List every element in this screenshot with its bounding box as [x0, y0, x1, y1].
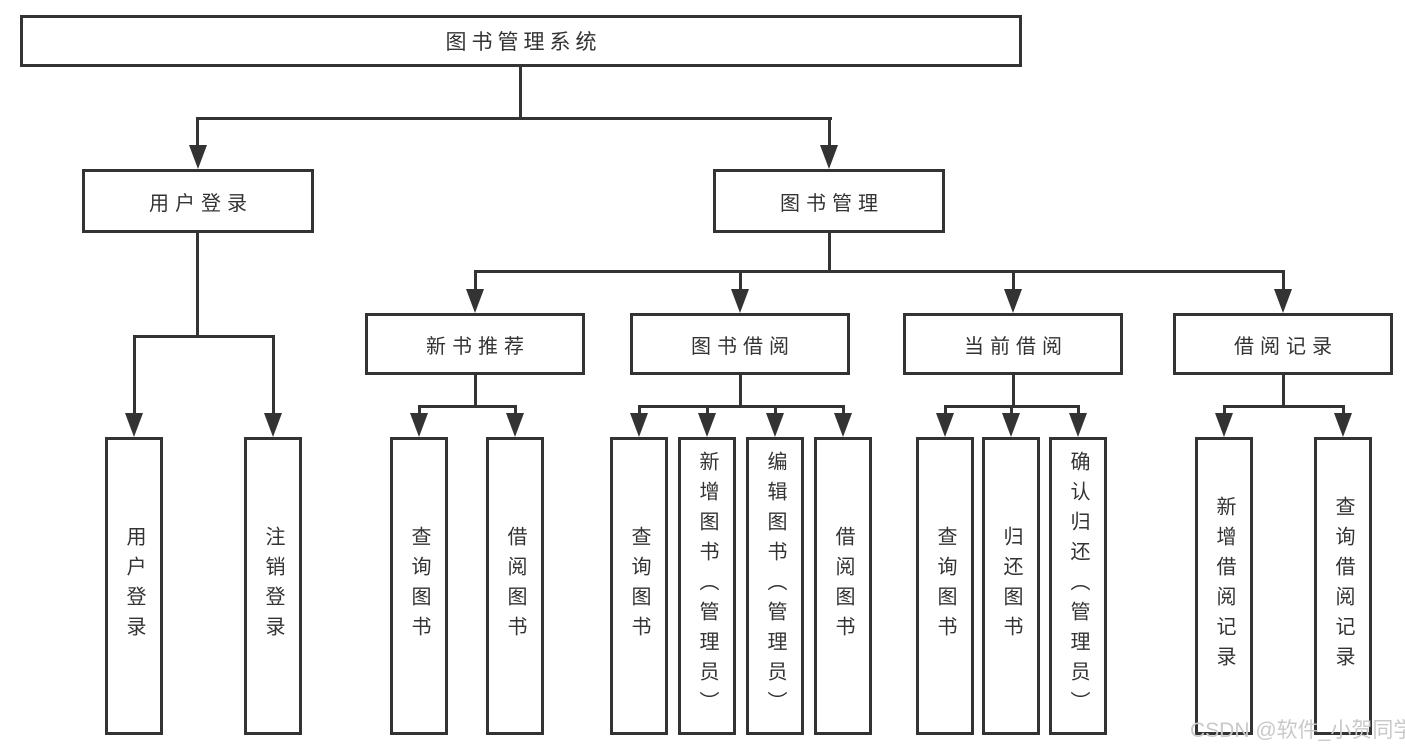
leaf-query-books-recommend-label: 查询图书 [408, 526, 430, 646]
leaf-add-borrow-record-label: 新增借阅记录 [1213, 496, 1235, 676]
leaf-query-books-current: 查询图书 [916, 437, 974, 735]
node-current-borrowing-label: 当前借阅 [964, 335, 1068, 358]
connector-borrow-stem-4 [842, 405, 845, 415]
leaf-query-books-recommend: 查询图书 [390, 437, 448, 735]
leaf-user-login: 用户登录 [105, 437, 163, 735]
leaf-user-login-label: 用户登录 [123, 526, 145, 646]
leaf-confirm-return-admin: 确认归还（管理员） [1049, 437, 1107, 735]
connector-borrow-stem-3 [774, 405, 777, 415]
leaf-query-borrow-record: 查询借阅记录 [1314, 437, 1372, 735]
connector-current-stem-2 [1010, 405, 1013, 415]
connector-root-stem-left [196, 117, 199, 147]
arrowhead-down-icon [466, 289, 484, 313]
connector-login-stem-1 [133, 335, 136, 415]
connector-borrow-stem-1 [638, 405, 641, 415]
node-borrowing-records: 借阅记录 [1173, 313, 1393, 375]
leaf-borrow-books-recommend: 借阅图书 [486, 437, 544, 735]
arrowhead-down-icon [1334, 413, 1352, 437]
leaf-borrow-books-borrow: 借阅图书 [814, 437, 872, 735]
node-user-login: 用户登录 [82, 169, 314, 233]
connector-manage-stem-2 [739, 270, 742, 291]
connector-borrow-hline [638, 405, 845, 408]
connector-records-stem-1 [1223, 405, 1226, 415]
connector-records-hline [1223, 405, 1345, 408]
arrowhead-down-icon [630, 413, 648, 437]
arrowhead-down-icon [1215, 413, 1233, 437]
connector-recommend-stem-1 [418, 405, 421, 415]
leaf-add-books-admin: 新增图书（管理员） [678, 437, 736, 735]
connector-root-hline [196, 117, 832, 120]
node-borrowing-records-label: 借阅记录 [1234, 335, 1338, 358]
leaf-query-books-borrow-label: 查询图书 [628, 526, 650, 646]
arrowhead-down-icon [264, 413, 282, 437]
node-root-label: 图书管理系统 [445, 31, 602, 54]
connector-root-stem-right [828, 117, 831, 147]
leaf-confirm-return-admin-label: 确认归还（管理员） [1067, 451, 1089, 721]
connector-borrow-vline [739, 375, 742, 405]
leaf-query-borrow-record-label: 查询借阅记录 [1332, 496, 1354, 676]
connector-records-stem-2 [1342, 405, 1345, 415]
node-root: 图书管理系统 [20, 15, 1022, 67]
leaf-logout: 注销登录 [244, 437, 302, 735]
node-book-borrowing-label: 图书借阅 [691, 335, 795, 358]
connector-login-hline [133, 335, 275, 338]
csdn-watermark: CSDN @软件_小贺同学 [1190, 719, 1405, 742]
arrowhead-down-icon [1002, 413, 1020, 437]
connector-recommend-hline [418, 405, 517, 408]
leaf-query-books-borrow: 查询图书 [610, 437, 668, 735]
connector-records-vline [1282, 375, 1285, 405]
connector-manage-stem-4 [1282, 270, 1285, 291]
node-current-borrowing: 当前借阅 [903, 313, 1123, 375]
leaf-query-books-current-label: 查询图书 [934, 526, 956, 646]
leaf-add-books-admin-label: 新增图书（管理员） [696, 451, 718, 721]
node-new-book-recommend-label: 新书推荐 [426, 335, 530, 358]
connector-root-vline [519, 67, 522, 117]
connector-manage-vline [828, 233, 831, 270]
leaf-edit-books-admin: 编辑图书（管理员） [746, 437, 804, 735]
connector-manage-stem-1 [474, 270, 477, 291]
leaf-borrow-books-borrow-label: 借阅图书 [832, 526, 854, 646]
arrowhead-down-icon [731, 289, 749, 313]
connector-recommend-stem-2 [514, 405, 517, 415]
leaf-return-books-label: 归还图书 [1000, 526, 1022, 646]
connector-manage-stem-3 [1012, 270, 1015, 291]
arrowhead-down-icon [125, 413, 143, 437]
arrowhead-down-icon [1004, 289, 1022, 313]
arrowhead-down-icon [189, 145, 207, 169]
arrowhead-down-icon [834, 413, 852, 437]
connector-manage-hline [474, 270, 1285, 273]
leaf-edit-books-admin-label: 编辑图书（管理员） [764, 451, 786, 721]
node-user-login-label: 用户登录 [149, 192, 253, 215]
arrowhead-down-icon [820, 145, 838, 169]
node-new-book-recommend: 新书推荐 [365, 313, 585, 375]
node-book-management: 图书管理 [713, 169, 945, 233]
arrowhead-down-icon [506, 413, 524, 437]
arrowhead-down-icon [1069, 413, 1087, 437]
leaf-return-books: 归还图书 [982, 437, 1040, 735]
connector-login-vline [196, 233, 199, 335]
leaf-logout-label: 注销登录 [262, 526, 284, 646]
arrowhead-down-icon [698, 413, 716, 437]
arrowhead-down-icon [1274, 289, 1292, 313]
connector-current-stem-1 [944, 405, 947, 415]
leaf-borrow-books-recommend-label: 借阅图书 [504, 526, 526, 646]
connector-recommend-vline [474, 375, 477, 405]
connector-current-vline [1012, 375, 1015, 405]
arrowhead-down-icon [766, 413, 784, 437]
connector-current-stem-3 [1077, 405, 1080, 415]
arrowhead-down-icon [410, 413, 428, 437]
connector-login-stem-2 [272, 335, 275, 415]
node-book-management-label: 图书管理 [780, 192, 884, 215]
node-book-borrowing: 图书借阅 [630, 313, 850, 375]
leaf-add-borrow-record: 新增借阅记录 [1195, 437, 1253, 735]
connector-borrow-stem-2 [706, 405, 709, 415]
arrowhead-down-icon [936, 413, 954, 437]
